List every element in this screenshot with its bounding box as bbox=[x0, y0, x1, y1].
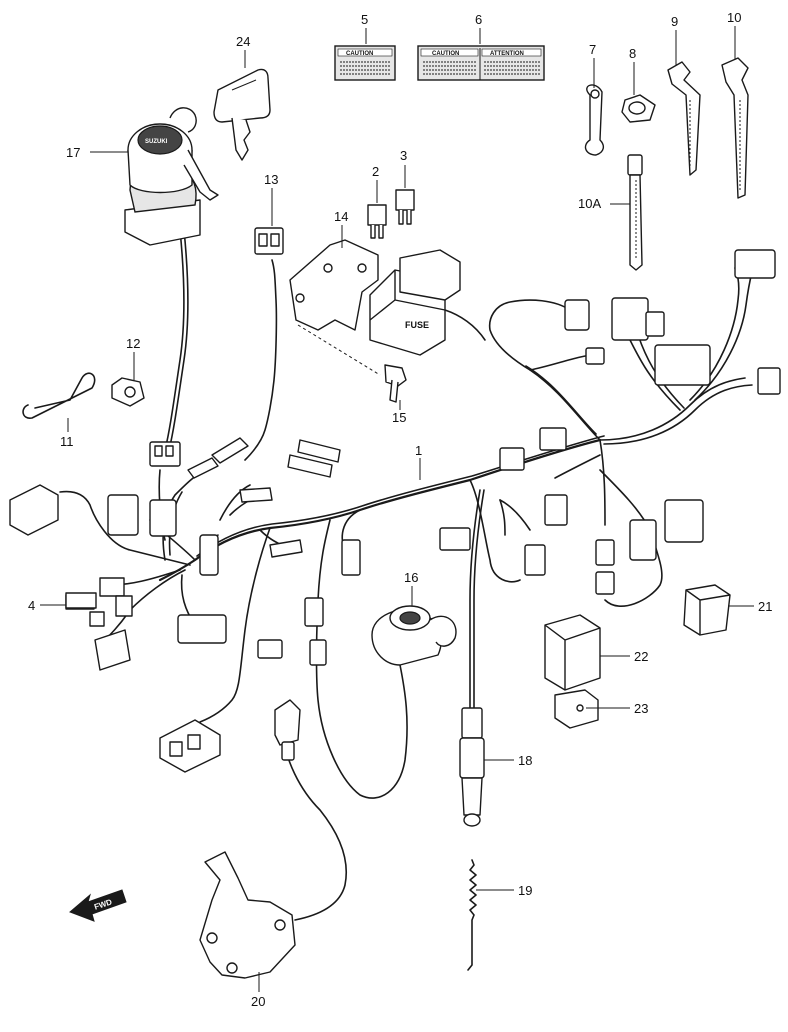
spring-19 bbox=[467, 859, 477, 971]
callout-17: 17 bbox=[66, 145, 80, 160]
callout-23: 23 bbox=[634, 701, 648, 716]
callout-1: 1 bbox=[415, 443, 422, 458]
ignition-key bbox=[213, 68, 271, 161]
fuse-box-label: FUSE bbox=[405, 320, 429, 330]
callout-24: 24 bbox=[236, 34, 250, 49]
cable-tie-10a bbox=[627, 154, 643, 271]
callout-10a: 10A bbox=[578, 196, 601, 211]
connector-bottom-left bbox=[159, 719, 221, 773]
callout-2: 2 bbox=[372, 164, 379, 179]
fuse-3 bbox=[395, 189, 415, 225]
sensor-18 bbox=[459, 707, 485, 827]
callout-15: 15 bbox=[392, 410, 406, 425]
caution-label-5: CAUTION bbox=[334, 45, 396, 81]
socket-16 bbox=[371, 605, 457, 666]
cable-tie-9 bbox=[667, 61, 701, 176]
caution-attention-left-text: CAUTION bbox=[432, 51, 459, 57]
ignition-brand-label: SUZUKI bbox=[145, 139, 168, 145]
switch-20 bbox=[199, 699, 348, 979]
connector-13 bbox=[254, 227, 284, 255]
screw-12 bbox=[111, 377, 145, 407]
callout-6: 6 bbox=[475, 12, 482, 27]
callout-21: 21 bbox=[758, 599, 772, 614]
ignition-switch: SUZUKI bbox=[124, 107, 219, 467]
callout-3: 3 bbox=[400, 148, 407, 163]
callout-4: 4 bbox=[28, 598, 35, 613]
callout-19: 19 bbox=[518, 883, 532, 898]
relay-21 bbox=[683, 584, 731, 636]
fuse-2 bbox=[367, 204, 387, 239]
callout-14: 14 bbox=[334, 209, 348, 224]
fuse-box: FUSE bbox=[369, 249, 461, 356]
leader-lines bbox=[40, 26, 754, 992]
callout-18: 18 bbox=[518, 753, 532, 768]
caution-label-text: CAUTION bbox=[346, 51, 373, 57]
ground-lead-11 bbox=[22, 372, 96, 419]
left-connector-group bbox=[9, 484, 227, 671]
relay-22 bbox=[544, 614, 601, 691]
bullet-connectors bbox=[187, 437, 341, 558]
callout-8: 8 bbox=[629, 46, 636, 61]
callout-16: 16 bbox=[404, 570, 418, 585]
center-connector-group bbox=[257, 249, 781, 666]
fuse-box-bolt-15 bbox=[384, 364, 407, 403]
cable-tie-10 bbox=[721, 57, 749, 199]
callout-5: 5 bbox=[361, 12, 368, 27]
callout-20: 20 bbox=[251, 994, 265, 1009]
wire-clamp-8 bbox=[621, 94, 656, 123]
callout-13: 13 bbox=[264, 172, 278, 187]
callout-12: 12 bbox=[126, 336, 140, 351]
callout-10: 10 bbox=[727, 10, 741, 25]
forward-arrow: FWD bbox=[69, 889, 127, 922]
callout-11: 11 bbox=[60, 434, 74, 449]
caution-attention-label-6: CAUTION ATTENTION bbox=[417, 45, 545, 81]
callout-7: 7 bbox=[589, 42, 596, 57]
caution-attention-right-text: ATTENTION bbox=[490, 51, 524, 57]
callout-9: 9 bbox=[671, 14, 678, 29]
callout-22: 22 bbox=[634, 649, 648, 664]
wire-clamp-7 bbox=[584, 84, 605, 156]
fuse-box-bracket-14 bbox=[289, 239, 381, 376]
relay-bracket-23 bbox=[554, 689, 599, 729]
callout-numbers: 1 2 3 4 5 6 7 8 9 10 10A 11 12 13 14 15 … bbox=[28, 10, 772, 1009]
connector-4 bbox=[65, 592, 97, 609]
